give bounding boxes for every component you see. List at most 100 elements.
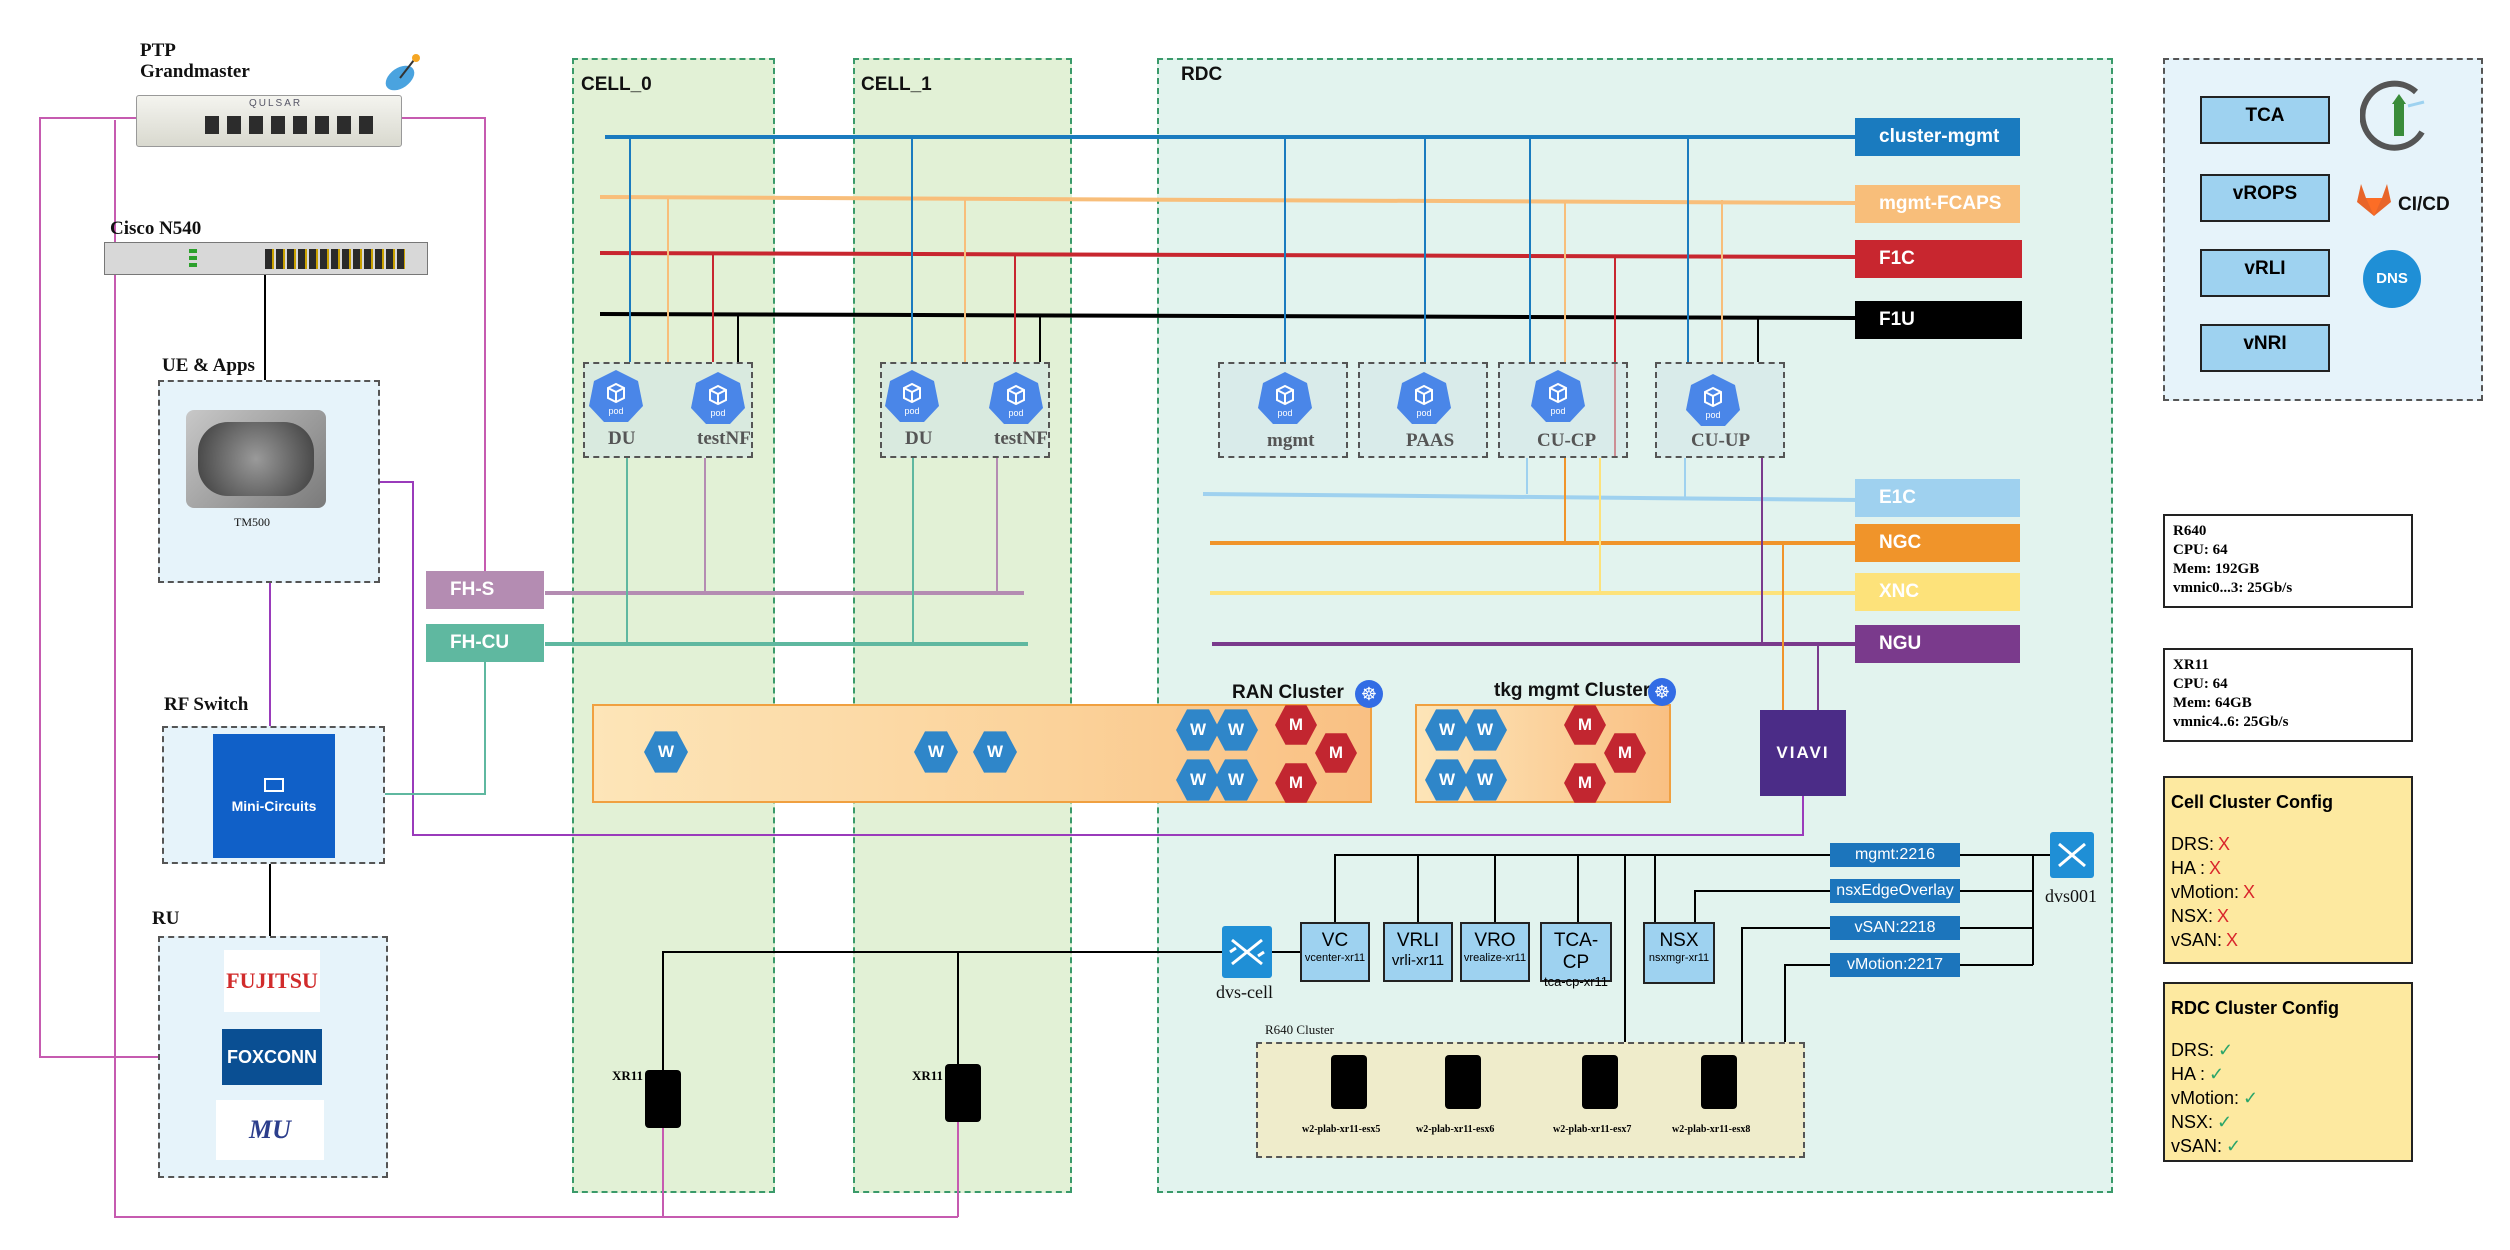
- config-value: X: [2217, 906, 2230, 926]
- config-value: X: [2243, 882, 2256, 902]
- worker-node-hex[interactable]: W: [1425, 759, 1469, 801]
- kubernetes-pod-icon: pod: [884, 368, 940, 424]
- xr11-cell1-label: XR11: [912, 1068, 944, 1083]
- rf-fhcu-link: [385, 662, 486, 795]
- r640-cluster-title: R640 Cluster: [1265, 1022, 1334, 1037]
- worker-node-hex[interactable]: W: [1176, 759, 1220, 801]
- cell-config-title: Cell Cluster Config: [2171, 792, 2334, 812]
- ran-cluster-title: RAN Cluster: [1232, 682, 1344, 703]
- esxi-host-label: w2-plab-xr11-esx7: [1553, 1124, 1632, 1135]
- xr11-cell0-server-icon[interactable]: [645, 1070, 681, 1128]
- master-node-hex[interactable]: M: [1564, 705, 1606, 745]
- ptp-title: PTP Grandmaster: [140, 40, 250, 82]
- esxi-host-server-icon[interactable]: [1445, 1055, 1481, 1109]
- rdc-config-title: RDC Cluster Config: [2171, 998, 2339, 1018]
- master-node-hex[interactable]: M: [1564, 763, 1606, 803]
- cisco-n540-device[interactable]: [104, 242, 428, 275]
- vm-hostname: nsxmgr-xr11: [1648, 952, 1710, 964]
- pod-label-cuup: CU-UP: [1691, 430, 1751, 451]
- pod-label-du1: DU: [905, 428, 933, 449]
- config-value: X: [2226, 930, 2239, 950]
- master-node-hex[interactable]: M: [1604, 733, 1646, 773]
- ptp-device-brand: QULSAR: [249, 98, 303, 109]
- kubernetes-pod-icon: pod: [1530, 368, 1586, 424]
- dvs001-label: dvs001: [2045, 886, 2098, 906]
- cell_config-row: vMotion:X: [2171, 880, 2405, 904]
- vm-title: VRLI: [1396, 930, 1440, 951]
- pod-icon-text: pod: [1008, 408, 1024, 418]
- config-key: vMotion:: [2171, 1088, 2240, 1108]
- kubernetes-pod-icon: pod: [1396, 370, 1452, 426]
- ue-title: UE & Apps: [162, 355, 255, 376]
- dvs-cell-switch-icon[interactable]: [1222, 926, 1272, 978]
- portgroup-tag: vMotion:2217: [1830, 953, 1960, 977]
- worker-node-hex[interactable]: W: [1463, 709, 1507, 751]
- worker-node-hex[interactable]: W: [1176, 709, 1220, 751]
- config-value: X: [2218, 834, 2231, 854]
- pod-icon-text: pod: [1277, 408, 1293, 418]
- tm500-label: TM500: [234, 515, 270, 529]
- config-value: ✓: [2243, 1088, 2259, 1108]
- foxconn-logo: FOXCONN: [222, 1029, 322, 1085]
- tm500-device[interactable]: [186, 410, 326, 508]
- portgroup-tag: vSAN:2218: [1830, 916, 1960, 940]
- config-key: DRS:: [2171, 834, 2215, 854]
- tool-vrops[interactable]: vROPS: [2200, 174, 2330, 222]
- vm-title: TCA-CP: [1553, 930, 1599, 973]
- net-e1c: E1C: [1855, 479, 2020, 517]
- net-mgmt-fcaps: mgmt-FCAPS: [1855, 185, 2020, 223]
- worker-node-hex[interactable]: W: [1214, 759, 1258, 801]
- kubernetes-pod-icon: pod: [690, 370, 746, 426]
- tool-vnri[interactable]: vNRI: [2200, 324, 2330, 372]
- cell_config-row: DRS:X: [2171, 832, 2405, 856]
- pod-label-testnf1: testNF: [994, 428, 1048, 449]
- config-value: ✓: [2226, 1136, 2242, 1156]
- kubernetes-icon-ran: ☸: [1355, 680, 1383, 708]
- rdc_config-row: vSAN:✓: [2171, 1134, 2405, 1158]
- portgroup-tag: nsxEdgeOverlay: [1830, 879, 1960, 903]
- config-key: vSAN:: [2171, 930, 2223, 950]
- xr11-cell1-server-icon[interactable]: [945, 1064, 981, 1122]
- ptp-grandmaster-device[interactable]: QULSAR: [136, 95, 402, 147]
- rdc_config-row: HA :✓: [2171, 1062, 2405, 1086]
- worker-node-hex[interactable]: W: [1214, 709, 1258, 751]
- esxi-host-server-icon[interactable]: [1331, 1055, 1367, 1109]
- cell_config-row: NSX:X: [2171, 904, 2405, 928]
- cell0-drops: [626, 137, 739, 644]
- ptp-sync-links: [39, 117, 959, 1218]
- config-key: HA :: [2171, 858, 2206, 878]
- fhcu-tag: FH-CU: [426, 624, 544, 662]
- pod-icon-text: pod: [608, 406, 624, 416]
- vm-hostname: vrli-xr11: [1391, 952, 1445, 969]
- portgroup-tag: mgmt:2216: [1830, 843, 1960, 867]
- esxi-host-server-icon[interactable]: [1582, 1055, 1618, 1109]
- lighthouse-icon: [2359, 78, 2438, 156]
- worker-node-hex[interactable]: W: [1463, 759, 1507, 801]
- tool-vrli[interactable]: vRLI: [2200, 249, 2330, 297]
- bus-mgmt-fcaps: [599, 195, 1856, 205]
- master-node-hex[interactable]: M: [1275, 705, 1317, 745]
- mgmt-switching-links: [662, 854, 2060, 1070]
- pod-icon-text: pod: [710, 408, 726, 418]
- viavi-box[interactable]: VIAVI: [1760, 710, 1846, 796]
- rdc-title: RDC: [1181, 64, 1223, 85]
- esxi-host-server-icon[interactable]: [1701, 1055, 1737, 1109]
- bus-f1u: [599, 312, 1856, 320]
- rf-switch-title: RF Switch: [164, 694, 249, 715]
- pod-icon-text: pod: [1416, 408, 1432, 418]
- tool-tca[interactable]: TCA: [2200, 96, 2330, 144]
- rdc_config-row: DRS:✓: [2171, 1038, 2405, 1062]
- ue-viavi-link: [380, 481, 1804, 836]
- worker-node-hex[interactable]: W: [1425, 709, 1469, 751]
- dns-globe-icon: DNS: [2363, 250, 2421, 308]
- pod-icon-text: pod: [1705, 410, 1721, 420]
- dvs001-switch-icon[interactable]: [2050, 832, 2094, 878]
- rdc-drops: [1284, 137, 1819, 710]
- master-node-hex[interactable]: M: [1275, 763, 1317, 803]
- master-node-hex[interactable]: M: [1315, 733, 1357, 773]
